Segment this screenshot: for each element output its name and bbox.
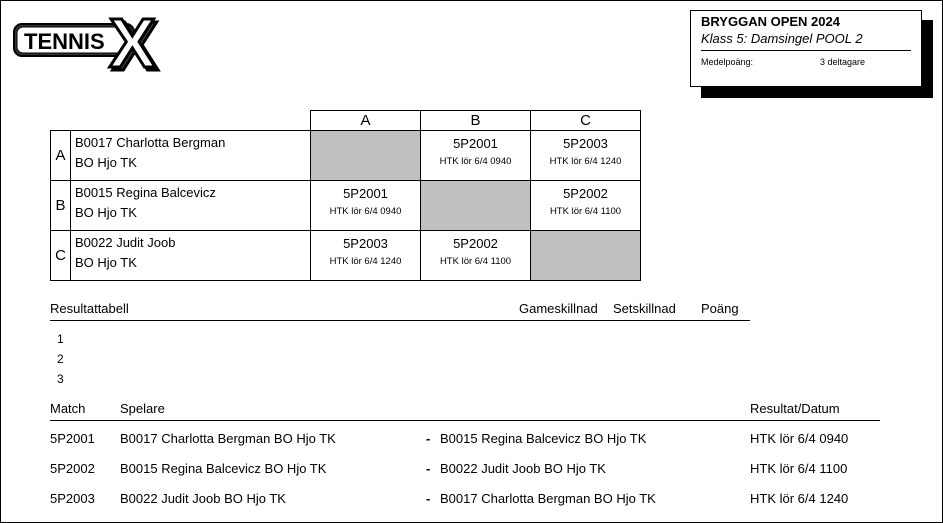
- pool-header-row: A B C: [51, 110, 641, 131]
- info-box: BRYGGAN OPEN 2024 Klass 5: Damsingel POO…: [690, 10, 922, 87]
- match-row-code: 5P2001: [50, 431, 95, 446]
- logo-text: TENNIS: [24, 29, 105, 54]
- match-row-separator: -: [426, 491, 431, 506]
- match-row-separator: -: [426, 431, 431, 446]
- match-info: HTK lör 6/4 1240: [549, 156, 622, 167]
- pool-match-cell: 5P2002 HTK lör 6/4 1100: [530, 180, 641, 231]
- match-info: HTK lör 6/4 1240: [329, 256, 402, 267]
- player-club: BO Hjo TK: [75, 255, 137, 270]
- pool-player-cell: B0017 Charlotta Bergman BO Hjo TK: [70, 130, 311, 181]
- match-code: 5P2001: [343, 186, 388, 201]
- rank-number: 1: [57, 332, 64, 346]
- match-row-result: HTK lör 6/4 0940: [750, 431, 849, 446]
- player-club: BO Hjo TK: [75, 155, 137, 170]
- pool-col-header: A: [310, 110, 421, 131]
- rank-number: 3: [57, 372, 64, 386]
- pool-row-label: A: [50, 130, 71, 181]
- match-info: HTK lör 6/4 0940: [329, 206, 402, 217]
- pool-col-header: C: [530, 110, 641, 131]
- matches-divider: [50, 420, 880, 421]
- match-row-player2: B0022 Judit Joob BO Hjo TK: [440, 461, 606, 476]
- logo-mark-shadow: X: [112, 12, 159, 74]
- match-row-player1: B0022 Judit Joob BO Hjo TK: [120, 491, 286, 506]
- pool-match-cell: 5P2001 HTK lör 6/4 0940: [310, 180, 421, 231]
- match-row-code: 5P2002: [50, 461, 95, 476]
- pool-self-cell: [530, 230, 641, 281]
- match-row-result: HTK lör 6/4 1100: [750, 461, 848, 476]
- pool-corner: [51, 111, 71, 131]
- pool-grid: A B C A B0017 Charlotta Bergman BO Hjo T…: [50, 110, 641, 281]
- match-info: HTK lör 6/4 1100: [439, 256, 512, 267]
- player-club: BO Hjo TK: [75, 205, 137, 220]
- games-diff-header: Gameskillnad: [519, 301, 598, 316]
- pool-row: C B0022 Judit Joob BO Hjo TK 5P2003 HTK …: [50, 230, 641, 281]
- results-divider: [50, 320, 750, 321]
- pool-player-cell: B0015 Regina Balcevicz BO Hjo TK: [70, 180, 311, 231]
- player-name: B0015 Regina Balcevicz: [75, 185, 216, 200]
- info-divider: [701, 50, 911, 51]
- tennisx-logo: TENNIS X X: [13, 12, 161, 74]
- sets-diff-header: Setskillnad: [613, 301, 676, 316]
- pool-match-cell: 5P2003 HTK lör 6/4 1240: [530, 130, 641, 181]
- match-row-separator: -: [426, 461, 431, 476]
- pool-self-cell: [310, 130, 421, 181]
- rank-number: 2: [57, 352, 64, 366]
- match-code: 5P2003: [563, 136, 608, 151]
- pool-row: B B0015 Regina Balcevicz BO Hjo TK 5P200…: [50, 180, 641, 231]
- avg-points-label: Medelpoäng:: [701, 57, 754, 67]
- pool-row-label: C: [50, 230, 71, 281]
- match-row-player1: B0015 Regina Balcevicz BO Hjo TK: [120, 461, 327, 476]
- logo-mark: X: [109, 12, 156, 74]
- match-code: 5P2001: [453, 136, 498, 151]
- match-row-player2: B0015 Regina Balcevicz BO Hjo TK: [440, 431, 647, 446]
- match-info: HTK lör 6/4 1100: [549, 206, 622, 217]
- match-header: Match: [50, 401, 86, 416]
- pool-row-label: B: [50, 180, 71, 231]
- match-row-code: 5P2003: [50, 491, 95, 506]
- match-info: HTK lör 6/4 0940: [439, 156, 512, 167]
- match-code: 5P2002: [563, 186, 608, 201]
- match-row-result: HTK lör 6/4 1240: [750, 491, 849, 506]
- points-header: Poäng: [701, 301, 739, 316]
- result-date-header: Resultat/Datum: [750, 401, 840, 416]
- class-subtitle: Klass 5: Damsingel POOL 2: [701, 31, 863, 46]
- pool-self-cell: [420, 180, 531, 231]
- player-name: B0022 Judit Joob: [75, 235, 176, 250]
- pool-match-cell: 5P2002 HTK lör 6/4 1100: [420, 230, 531, 281]
- players-header: Spelare: [120, 401, 165, 416]
- results-table-label: Resultattabell: [50, 301, 129, 316]
- match-code: 5P2003: [343, 236, 388, 251]
- match-row-player2: B0017 Charlotta Bergman BO Hjo TK: [440, 491, 656, 506]
- participants-count: 3 deltagare: [820, 57, 866, 67]
- pool-match-cell: 5P2001 HTK lör 6/4 0940: [420, 130, 531, 181]
- tournament-title: BRYGGAN OPEN 2024: [701, 14, 840, 29]
- pool-col-header: B: [420, 110, 531, 131]
- pool-row: A B0017 Charlotta Bergman BO Hjo TK 5P20…: [50, 130, 641, 181]
- match-row-player1: B0017 Charlotta Bergman BO Hjo TK: [120, 431, 336, 446]
- match-code: 5P2002: [453, 236, 498, 251]
- pool-player-cell: B0022 Judit Joob BO Hjo TK: [70, 230, 311, 281]
- pool-corner: [71, 111, 311, 131]
- pool-match-cell: 5P2003 HTK lör 6/4 1240: [310, 230, 421, 281]
- player-name: B0017 Charlotta Bergman: [75, 135, 226, 150]
